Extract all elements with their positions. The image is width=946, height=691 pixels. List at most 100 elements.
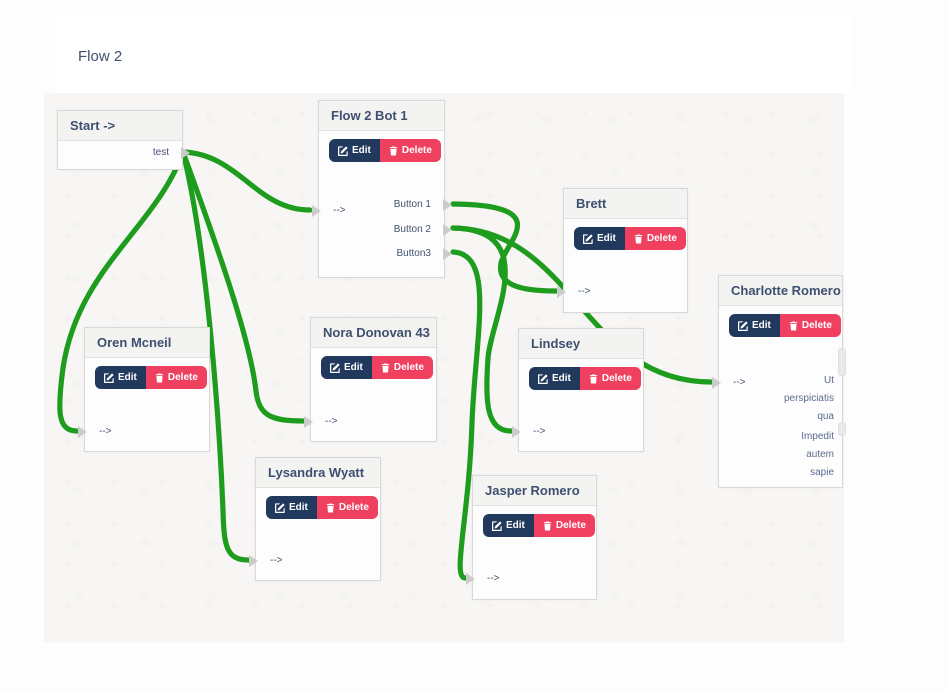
delete-button[interactable]: Delete bbox=[379, 139, 441, 162]
pencil-square-icon bbox=[538, 373, 548, 384]
delete-button[interactable]: Delete bbox=[533, 514, 595, 537]
delete-button-label: Delete bbox=[167, 372, 198, 383]
output-port-label: Button3 bbox=[396, 248, 431, 259]
edit-button-label: Edit bbox=[597, 233, 616, 244]
input-port[interactable] bbox=[312, 205, 321, 217]
node-title: Nora Donovan 43 bbox=[311, 318, 436, 348]
input-port[interactable] bbox=[712, 377, 721, 389]
input-port[interactable] bbox=[249, 555, 258, 567]
input-port[interactable] bbox=[466, 573, 475, 585]
trash-icon bbox=[634, 234, 642, 243]
delete-button-label: Delete bbox=[401, 145, 432, 156]
output-tab-port[interactable] bbox=[838, 422, 846, 436]
node-title: Lysandra Wyatt bbox=[256, 458, 380, 488]
edit-button[interactable]: Edit bbox=[529, 367, 580, 390]
output-tab-port[interactable] bbox=[838, 348, 846, 376]
node-text-output: Ut perspiciatis qua bbox=[783, 375, 834, 422]
edit-button-label: Edit bbox=[752, 320, 771, 331]
node-actions: Edit Delete bbox=[574, 227, 686, 250]
flow-header-card: Flow 2 bbox=[57, 10, 850, 93]
edge-flow-2-bot-1-button-2-to-lindsey-in[interactable] bbox=[450, 225, 514, 434]
node-title: Jasper Romero bbox=[473, 476, 596, 506]
node-start[interactable]: Start ->test bbox=[57, 110, 190, 170]
trash-icon bbox=[789, 321, 797, 330]
delete-button[interactable]: Delete bbox=[779, 314, 841, 337]
edge-start-test-to-nora-donovan-43-in[interactable] bbox=[180, 149, 306, 424]
output-port-button-3[interactable] bbox=[443, 248, 452, 260]
edge-start-test-to-lysandra-wyatt-in[interactable] bbox=[180, 149, 251, 563]
pencil-square-icon bbox=[738, 320, 748, 331]
output-port-label: Button 1 bbox=[393, 199, 431, 210]
node-actions: Edit Delete bbox=[529, 367, 641, 390]
node-text-output: Impedit autem sapie bbox=[801, 431, 834, 478]
edit-button[interactable]: Edit bbox=[95, 366, 146, 389]
edit-button-label: Edit bbox=[289, 502, 308, 513]
input-port[interactable] bbox=[557, 286, 566, 298]
delete-button-label: Delete bbox=[646, 233, 677, 244]
pencil-square-icon bbox=[492, 520, 502, 531]
edit-button-label: Edit bbox=[506, 520, 525, 531]
node-actions: Edit Delete bbox=[321, 356, 433, 379]
pencil-square-icon bbox=[104, 372, 114, 383]
edit-button[interactable]: Edit bbox=[574, 227, 625, 250]
output-port-button-1[interactable] bbox=[443, 199, 452, 211]
input-port-label: --> bbox=[733, 377, 746, 388]
delete-button-label: Delete bbox=[555, 520, 586, 531]
delete-button[interactable]: Delete bbox=[316, 496, 378, 519]
input-port-label: --> bbox=[533, 426, 546, 437]
delete-button[interactable]: Delete bbox=[145, 366, 207, 389]
input-port[interactable] bbox=[304, 416, 313, 428]
trash-icon bbox=[589, 374, 597, 383]
delete-button-label: Delete bbox=[801, 320, 832, 331]
trash-icon bbox=[381, 363, 389, 372]
delete-button[interactable]: Delete bbox=[371, 356, 433, 379]
delete-button[interactable]: Delete bbox=[579, 367, 641, 390]
edit-button[interactable]: Edit bbox=[483, 514, 534, 537]
edit-button[interactable]: Edit bbox=[329, 139, 380, 162]
edit-button[interactable]: Edit bbox=[321, 356, 372, 379]
delete-button-label: Delete bbox=[601, 373, 632, 384]
trash-icon bbox=[389, 146, 397, 155]
output-port-button-2[interactable] bbox=[443, 224, 452, 236]
pencil-square-icon bbox=[275, 502, 285, 513]
output-port-test[interactable] bbox=[181, 147, 190, 159]
input-port-label: --> bbox=[333, 205, 346, 216]
edge-start-test-to-flow-2-bot-1-in[interactable] bbox=[180, 149, 313, 213]
node-actions: Edit Delete bbox=[483, 514, 595, 537]
input-port[interactable] bbox=[512, 426, 521, 438]
input-port-label: --> bbox=[99, 426, 112, 437]
node-actions: Edit Delete bbox=[95, 366, 207, 389]
flow-title: Flow 2 bbox=[78, 48, 123, 65]
node-actions: Edit Delete bbox=[729, 314, 841, 337]
node-nora-donovan-43[interactable]: Nora Donovan 43 Edit Delete --> bbox=[304, 317, 437, 442]
edit-button[interactable]: Edit bbox=[729, 314, 780, 337]
node-title: Oren Mcneil bbox=[85, 328, 209, 358]
output-port-label: test bbox=[152, 147, 169, 158]
edit-button[interactable]: Edit bbox=[266, 496, 317, 519]
delete-button-label: Delete bbox=[393, 362, 424, 373]
pencil-square-icon bbox=[338, 145, 348, 156]
trash-icon bbox=[155, 373, 163, 382]
output-port-label: Button 2 bbox=[393, 224, 431, 235]
edit-button-label: Edit bbox=[352, 145, 371, 156]
edit-button-label: Edit bbox=[344, 362, 363, 373]
edge-start-test-to-oren-mcneil-in[interactable] bbox=[57, 149, 186, 434]
edit-button-label: Edit bbox=[118, 372, 137, 383]
delete-button[interactable]: Delete bbox=[624, 227, 686, 250]
input-port[interactable] bbox=[78, 426, 87, 438]
input-port-label: --> bbox=[325, 416, 338, 427]
input-port-label: --> bbox=[270, 555, 283, 566]
node-actions: Edit Delete bbox=[329, 139, 441, 162]
edge-flow-2-bot-1-button-3-to-jasper-romero-in[interactable] bbox=[450, 249, 483, 581]
pencil-square-icon bbox=[583, 233, 593, 244]
node-title: Charlotte Romero bbox=[719, 276, 842, 306]
